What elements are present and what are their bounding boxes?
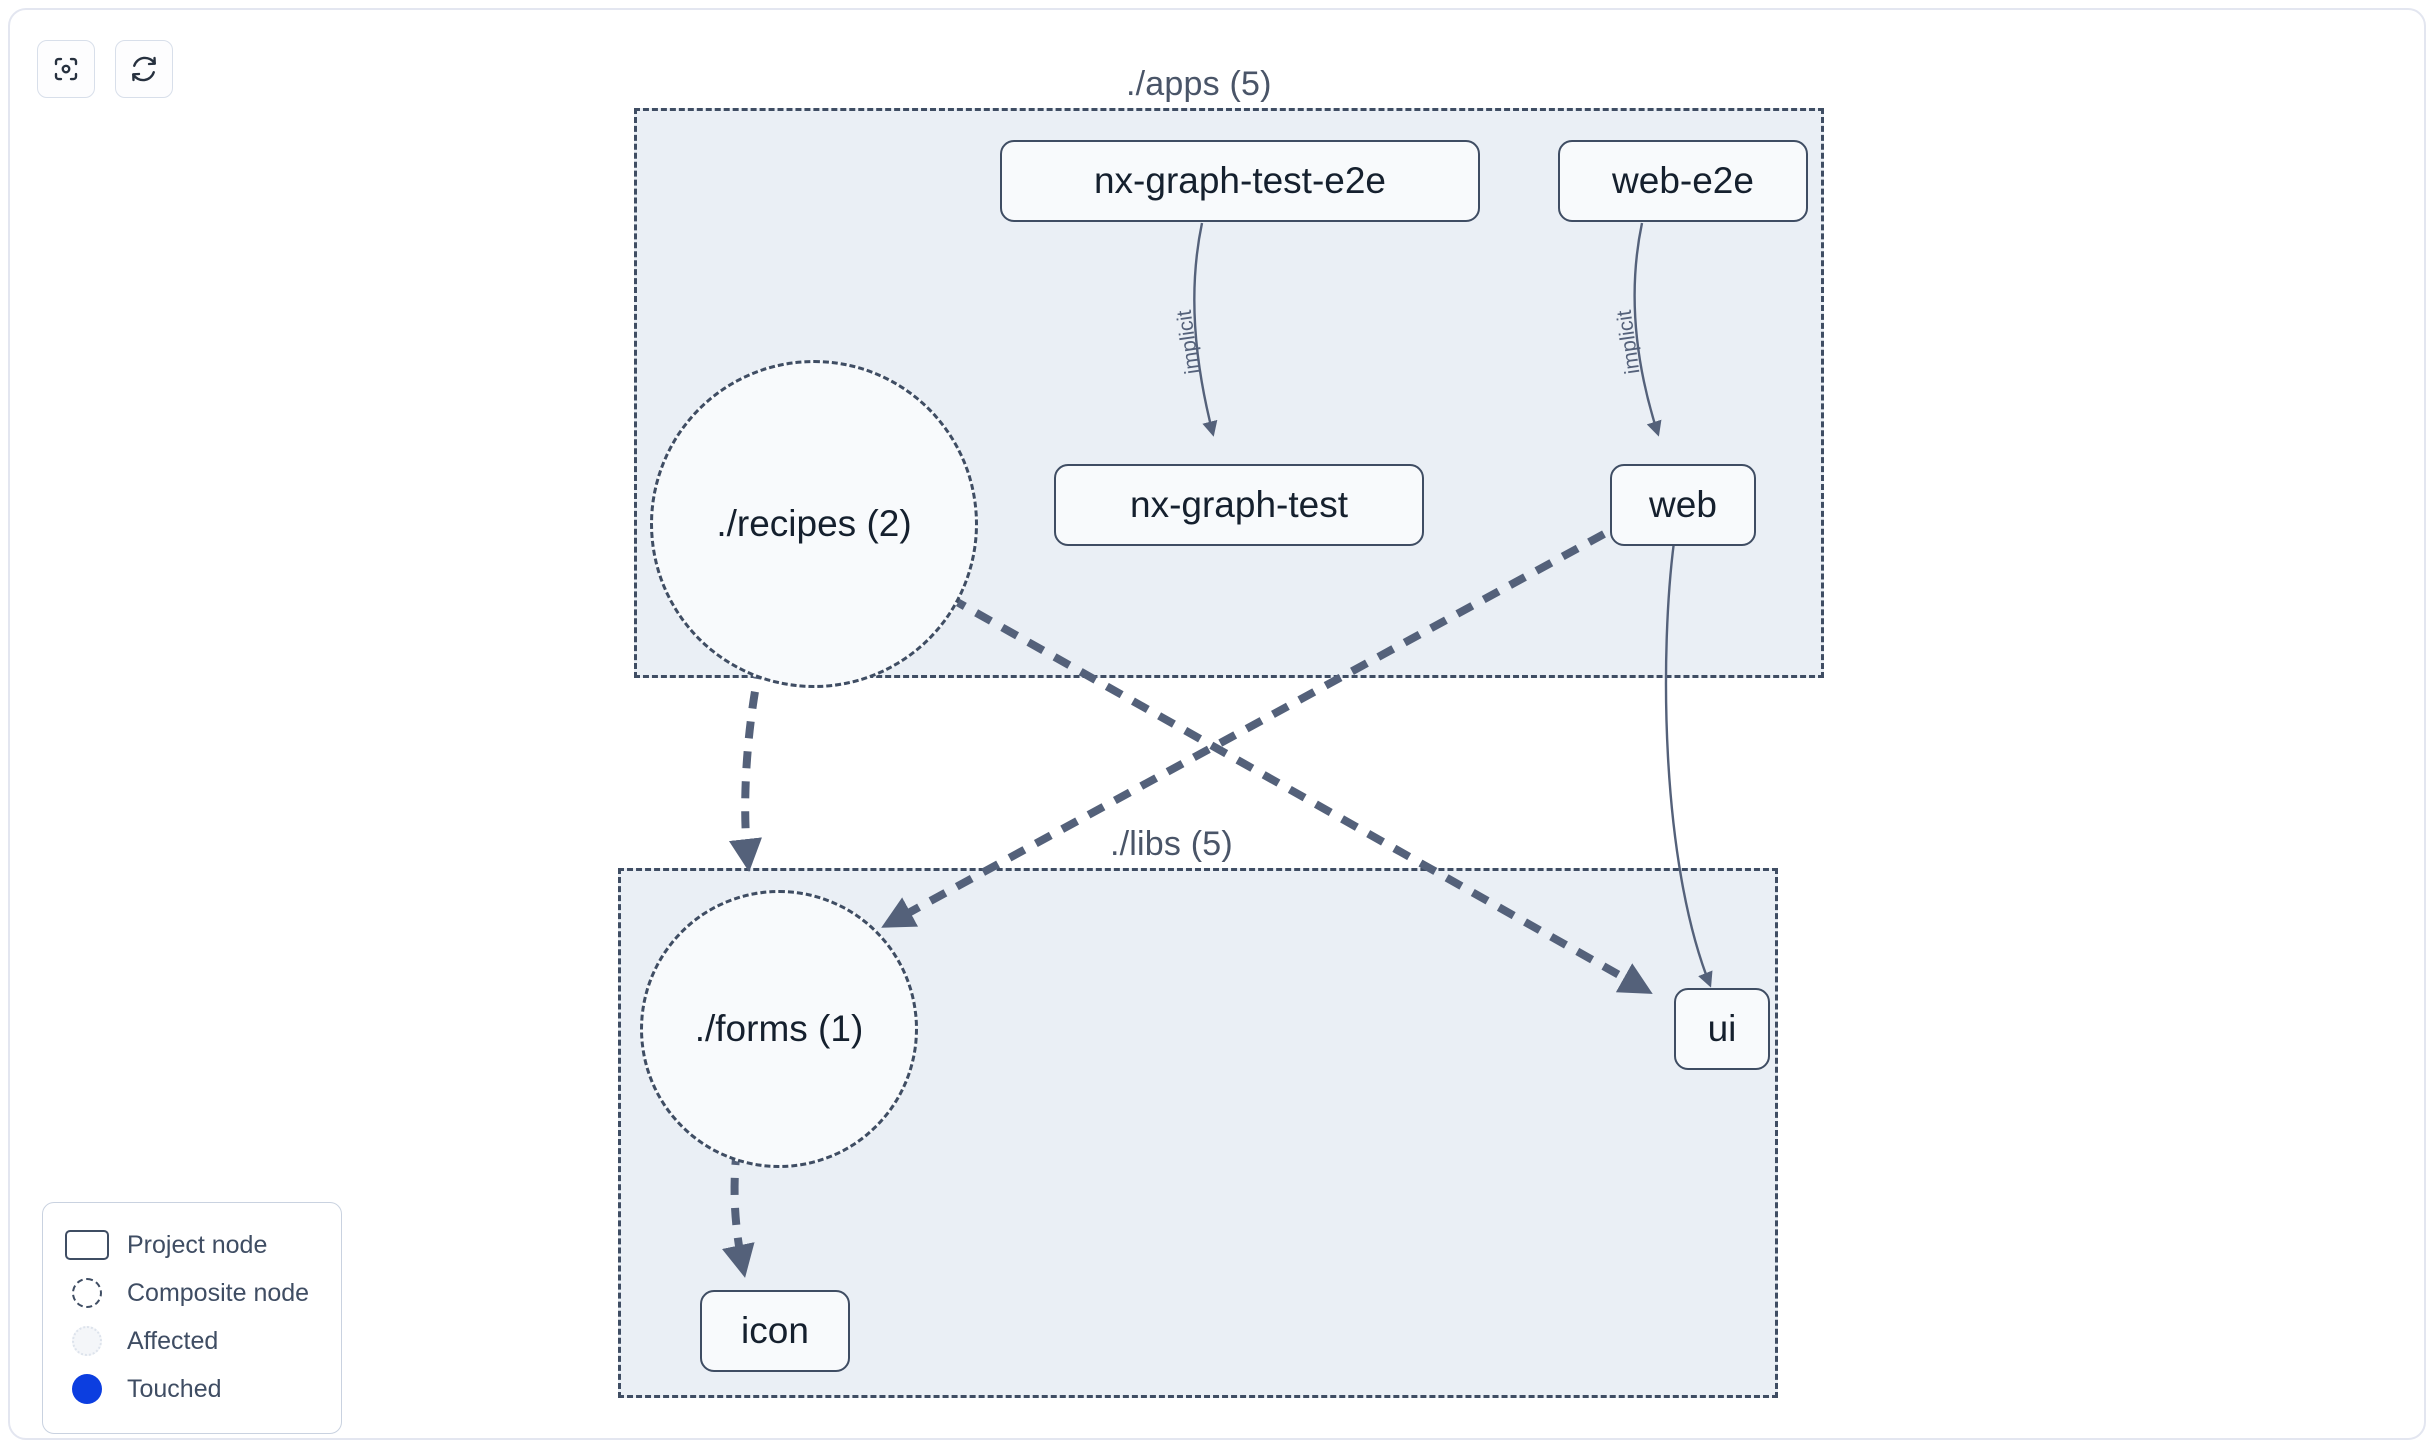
affected-swatch (65, 1326, 109, 1356)
node-web[interactable]: web (1610, 464, 1756, 546)
legend-item-composite-node: Composite node (65, 1269, 321, 1317)
node-label: nx-graph-test-e2e (1093, 160, 1387, 201)
legend-label: Composite node (127, 1278, 310, 1307)
node-icon[interactable]: icon (700, 1290, 850, 1372)
node-label: web (1649, 484, 1717, 525)
node-recipes[interactable]: ./recipes (2) (650, 360, 978, 688)
node-ui[interactable]: ui (1674, 988, 1770, 1070)
graph-panel: ./apps (5) ./libs (5) nx-graph-test-e2e … (8, 8, 2426, 1440)
refresh-icon (129, 54, 159, 84)
node-nx-graph-test-e2e[interactable]: nx-graph-test-e2e (1000, 140, 1480, 222)
node-label: ./forms (1) (694, 1008, 864, 1049)
legend-label: Affected (127, 1326, 219, 1355)
legend-label: Touched (127, 1374, 222, 1403)
graph-toolbar (37, 40, 173, 98)
project-node-swatch (65, 1230, 109, 1260)
focus-graph-button[interactable] (37, 40, 95, 98)
legend-item-project-node: Project node (65, 1221, 321, 1269)
focus-icon (51, 54, 81, 84)
node-forms[interactable]: ./forms (1) (640, 890, 918, 1168)
legend-item-affected: Affected (65, 1317, 321, 1365)
group-libs-label: ./libs (5) (1104, 825, 1239, 864)
group-apps-label: ./apps (5) (1120, 65, 1278, 104)
graph-legend: Project node Composite node Affected Tou… (42, 1202, 342, 1434)
node-web-e2e[interactable]: web-e2e (1558, 140, 1808, 222)
composite-node-swatch (65, 1278, 109, 1308)
node-nx-graph-test[interactable]: nx-graph-test (1054, 464, 1424, 546)
node-label: nx-graph-test (1130, 484, 1348, 525)
touched-swatch (65, 1374, 109, 1404)
node-label: ui (1707, 1008, 1737, 1049)
node-label: ./recipes (2) (716, 503, 912, 544)
node-label: icon (741, 1310, 809, 1351)
legend-item-touched: Touched (65, 1365, 321, 1413)
refresh-graph-button[interactable] (115, 40, 173, 98)
legend-label: Project node (127, 1230, 268, 1259)
node-label: web-e2e (1612, 160, 1754, 201)
